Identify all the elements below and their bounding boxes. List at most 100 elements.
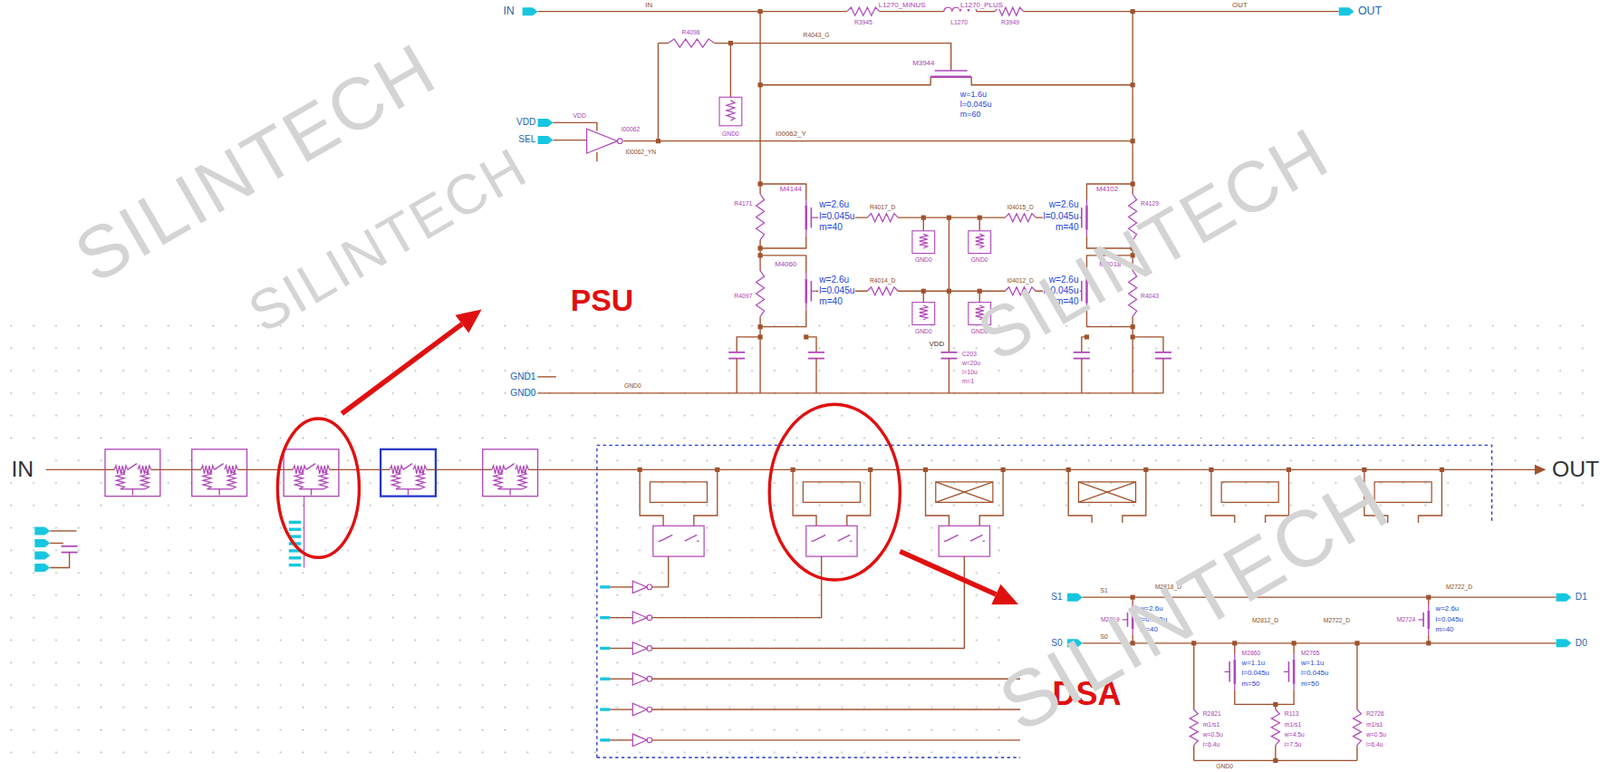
- wire: [897, 216, 1005, 218]
- wire: [925, 469, 950, 526]
- bit-loop: [802, 481, 860, 503]
- wire: [652, 708, 1022, 710]
- wire: [1023, 10, 1340, 12]
- inverter-bubble: [646, 645, 653, 652]
- callout-ellipse: [277, 418, 359, 558]
- net-label: I00062_Y: [774, 130, 808, 138]
- wire: [760, 309, 807, 328]
- resistor-symbol: [294, 472, 303, 490]
- wire: [596, 152, 598, 162]
- wire: [1427, 597, 1429, 605]
- transistor-symbol: [1224, 653, 1235, 691]
- capacitor-symbol: [728, 352, 745, 359]
- inverter-bubble: [646, 706, 653, 713]
- device-parameter: l=0.045u: [818, 286, 856, 296]
- resistor-symbol: [994, 7, 1024, 16]
- resistor-symbol: [224, 465, 239, 474]
- wire: [127, 463, 137, 471]
- wire: [1035, 290, 1077, 292]
- wire: [759, 11, 761, 195]
- device-parameter: l=0.045u: [818, 212, 856, 222]
- wire: [1086, 183, 1133, 200]
- wire: [935, 481, 993, 503]
- device-name: m1/s1: [1365, 721, 1384, 728]
- wire: [380, 469, 390, 471]
- junction-dot: [1439, 467, 1445, 473]
- pin-name: SEL: [517, 134, 537, 145]
- wire: [652, 556, 822, 618]
- callout-label: DSA: [1050, 677, 1122, 711]
- capacitor-symbol: [1073, 352, 1090, 359]
- wire: [1122, 469, 1147, 526]
- pin-stub: [599, 738, 610, 742]
- junction-dot: [1130, 334, 1136, 339]
- callout-arrow: [899, 550, 996, 595]
- inverter-bubble: [646, 737, 653, 743]
- resistor-symbol: [137, 465, 152, 474]
- transistor-symbol: [806, 199, 817, 237]
- junction-dot: [1130, 324, 1136, 329]
- wire: [652, 678, 1022, 680]
- inductor-symbol: [944, 7, 977, 12]
- device-parameter: l=0.045u: [1041, 286, 1080, 296]
- net-label: IN: [644, 1, 654, 10]
- wire: [1162, 358, 1164, 394]
- device-parameter: l=0.045u: [1300, 669, 1330, 677]
- device-name: R113: [1283, 711, 1301, 718]
- pin-name: S0: [1050, 637, 1063, 647]
- wire: [538, 375, 557, 377]
- device-parameter: m=40: [1054, 297, 1080, 307]
- transistor-channel: [930, 75, 972, 78]
- capacitor-symbol: [940, 352, 957, 359]
- wire: [505, 463, 515, 471]
- wire: [736, 337, 761, 353]
- net-label: M2722_D: [1322, 616, 1351, 624]
- device-name: M2819: [1099, 616, 1121, 623]
- wire: [730, 43, 732, 98]
- resistor-symbol: [202, 472, 212, 490]
- wire: [1086, 309, 1133, 328]
- psu-cell: [380, 449, 436, 497]
- resistor-symbol: [319, 472, 328, 490]
- junction-dot: [757, 334, 762, 339]
- junction-dot: [1130, 138, 1136, 144]
- wire: [810, 540, 813, 542]
- transistor-symbol: [1122, 604, 1133, 636]
- wire: [652, 739, 1022, 741]
- pin-name: OUT: [1357, 5, 1383, 17]
- wire: [979, 290, 981, 302]
- device-name: R3949: [1000, 19, 1021, 26]
- junction-dot: [1143, 467, 1148, 473]
- callout-arrowhead: [991, 584, 1019, 606]
- wire: [813, 534, 827, 541]
- resistor-symbol: [316, 465, 330, 474]
- device-parameter: l=0.045u: [1138, 616, 1168, 624]
- wire: [948, 358, 950, 394]
- junction-dot: [790, 467, 796, 473]
- pin-stub: [599, 585, 610, 588]
- pin-symbol: [538, 135, 554, 145]
- watermark: SILINTECH: [966, 116, 1340, 374]
- psu-cell: [192, 449, 248, 497]
- wire: [696, 540, 699, 542]
- resistor-symbol: [847, 7, 880, 16]
- transistor-symbol: [1076, 199, 1087, 237]
- net-label: M2812_D: [1251, 616, 1280, 624]
- wire: [971, 77, 1133, 86]
- wire: [132, 489, 134, 496]
- wire: [735, 358, 737, 394]
- device-name: R4098: [681, 29, 702, 37]
- wire: [151, 469, 161, 471]
- pin-symbol: [34, 550, 50, 560]
- junction-dot: [1130, 640, 1136, 646]
- device-name: L1270_MINUS: [877, 1, 927, 10]
- inverter-symbol: [632, 611, 647, 625]
- net-label: I04015_D: [1006, 203, 1035, 211]
- transistor-symbol: [1076, 272, 1087, 310]
- port-name: VDD: [928, 340, 946, 348]
- wire: [944, 540, 946, 542]
- resistor-symbol: [518, 472, 527, 490]
- port-name: IN: [9, 458, 35, 482]
- wire: [509, 489, 511, 496]
- resistor-symbol: [140, 472, 149, 490]
